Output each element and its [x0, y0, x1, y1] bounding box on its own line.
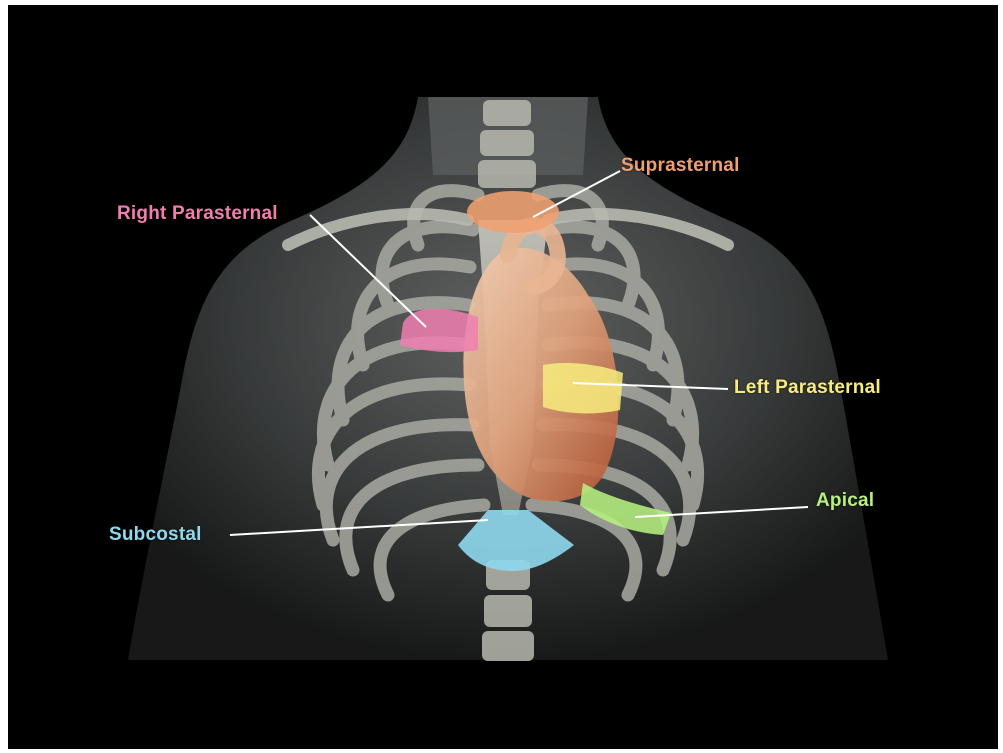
label-suprasternal: Suprasternal	[621, 155, 740, 177]
suprasternal-marker	[467, 191, 559, 233]
label-apical: Apical	[816, 490, 874, 512]
left-parasternal-marker	[543, 363, 623, 413]
label-left-parasternal: Left Parasternal	[734, 377, 881, 399]
right-parasternal-marker	[400, 309, 478, 352]
label-right-parasternal: Right Parasternal	[117, 203, 278, 225]
video-frame: Suprasternal Right Parasternal Left Para…	[8, 5, 998, 749]
label-subcostal: Subcostal	[109, 524, 202, 546]
